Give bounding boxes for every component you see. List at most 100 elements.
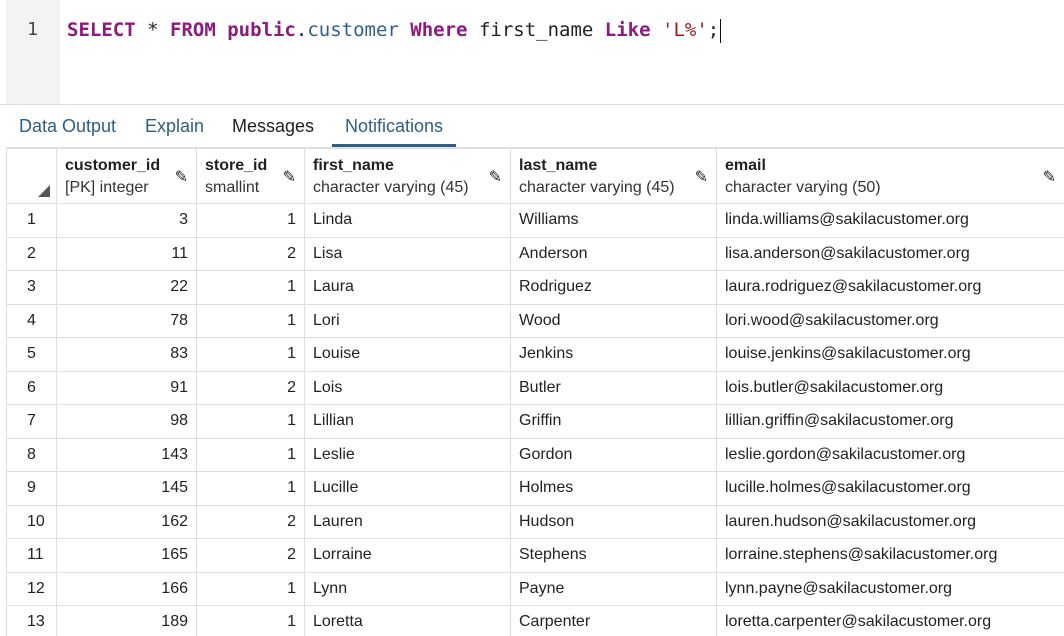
email-cell[interactable]: lori.wood@sakilacustomer.org <box>716 303 1064 338</box>
customer-id-cell[interactable]: 98 <box>56 404 197 439</box>
select-all-corner[interactable] <box>6 148 57 204</box>
customer-id-cell[interactable]: 145 <box>56 471 197 506</box>
first-name-cell[interactable]: Lynn <box>304 571 511 606</box>
store-id-cell[interactable]: 2 <box>196 538 305 573</box>
row-number-cell[interactable]: 8 <box>6 437 57 472</box>
email-cell[interactable]: lynn.payne@sakilacustomer.org <box>716 571 1064 606</box>
row-number-cell[interactable]: 2 <box>6 236 57 271</box>
customer-id-cell[interactable]: 11 <box>56 236 197 271</box>
last-name-cell[interactable]: Butler <box>510 370 717 405</box>
tab-explain[interactable]: Explain <box>145 116 205 136</box>
store-id-cell[interactable]: 1 <box>196 270 305 305</box>
email-cell[interactable]: lisa.anderson@sakilacustomer.org <box>716 236 1064 271</box>
tab-notifications[interactable]: Notifications <box>332 116 457 147</box>
row-number-cell[interactable]: 4 <box>6 303 57 338</box>
edit-pencil-icon[interactable]: ✎ <box>282 169 296 186</box>
query-editor[interactable]: 1 SELECT * FROM public.customer Where fi… <box>0 0 1064 105</box>
first-name-cell[interactable]: Lois <box>304 370 511 405</box>
store-id-cell[interactable]: 1 <box>196 605 305 636</box>
last-name-cell[interactable]: Hudson <box>510 504 717 539</box>
customer-id-cell[interactable]: 78 <box>56 303 197 338</box>
first-name-cell[interactable]: Linda <box>304 203 511 238</box>
store-id-cell[interactable]: 1 <box>196 203 305 238</box>
email-cell[interactable]: lorraine.stephens@sakilacustomer.org <box>716 538 1064 573</box>
tab-messages[interactable]: Messages <box>232 116 315 136</box>
last-name-cell[interactable]: Griffin <box>510 404 717 439</box>
edit-pencil-icon[interactable]: ✎ <box>1042 169 1056 186</box>
last-name-cell[interactable]: Payne <box>510 571 717 606</box>
row-number-cell[interactable]: 11 <box>6 538 57 573</box>
last-name-cell[interactable]: Anderson <box>510 236 717 271</box>
store-id-cell[interactable]: 1 <box>196 303 305 338</box>
email-cell[interactable]: loretta.carpenter@sakilacustomer.org <box>716 605 1064 636</box>
store-id-cell[interactable]: 1 <box>196 571 305 606</box>
store-id-cell[interactable]: 1 <box>196 437 305 472</box>
store-id-cell[interactable]: 2 <box>196 504 305 539</box>
column-header-customer-id[interactable]: customer_id [PK] integer ✎ <box>56 148 197 204</box>
first-name-cell[interactable]: Louise <box>304 337 511 372</box>
row-number-cell[interactable]: 7 <box>6 404 57 439</box>
first-name-cell[interactable]: Loretta <box>304 605 511 636</box>
first-name-cell[interactable]: Laura <box>304 270 511 305</box>
row-number-cell[interactable]: 1 <box>6 203 57 238</box>
first-name-cell[interactable]: Leslie <box>304 437 511 472</box>
email-cell[interactable]: leslie.gordon@sakilacustomer.org <box>716 437 1064 472</box>
email-cell[interactable]: lillian.griffin@sakilacustomer.org <box>716 404 1064 439</box>
customer-id-cell[interactable]: 91 <box>56 370 197 405</box>
first-name-cell[interactable]: Lillian <box>304 404 511 439</box>
sql-query-text[interactable]: SELECT * FROM public.customer Where firs… <box>67 17 722 43</box>
row-number-cell[interactable]: 10 <box>6 504 57 539</box>
row-number-cell[interactable]: 12 <box>6 571 57 606</box>
last-name-cell[interactable]: Jenkins <box>510 337 717 372</box>
customer-id-cell[interactable]: 83 <box>56 337 197 372</box>
email-cell[interactable]: laura.rodriguez@sakilacustomer.org <box>716 270 1064 305</box>
tab-data-output[interactable]: Data Output <box>19 116 117 136</box>
email-cell[interactable]: linda.williams@sakilacustomer.org <box>716 203 1064 238</box>
customer-id-cell[interactable]: 3 <box>56 203 197 238</box>
email-cell[interactable]: louise.jenkins@sakilacustomer.org <box>716 337 1064 372</box>
store-id-cell[interactable]: 2 <box>196 370 305 405</box>
last-name-cell[interactable]: Wood <box>510 303 717 338</box>
edit-pencil-icon[interactable]: ✎ <box>488 169 502 186</box>
row-number-cell[interactable]: 6 <box>6 370 57 405</box>
last-name-cell[interactable]: Carpenter <box>510 605 717 636</box>
first-name-cell[interactable]: Lauren <box>304 504 511 539</box>
row-number-cell[interactable]: 3 <box>6 270 57 305</box>
customer-id-cell[interactable]: 22 <box>56 270 197 305</box>
last-name-cell[interactable]: Stephens <box>510 538 717 573</box>
column-header-email[interactable]: email character varying (50) ✎ <box>716 148 1064 204</box>
edit-pencil-icon[interactable]: ✎ <box>174 169 188 186</box>
email-cell[interactable]: lucille.holmes@sakilacustomer.org <box>716 471 1064 506</box>
column-header-store-id[interactable]: store_id smallint ✎ <box>196 148 305 204</box>
last-name-cell[interactable]: Rodriguez <box>510 270 717 305</box>
column-header-first-name[interactable]: first_name character varying (45) ✎ <box>304 148 511 204</box>
customer-id-cell[interactable]: 143 <box>56 437 197 472</box>
row-number-cell[interactable]: 5 <box>6 337 57 372</box>
customer-id-cell[interactable]: 165 <box>56 538 197 573</box>
row-number-cell[interactable]: 13 <box>6 605 57 636</box>
store-id-cell[interactable]: 1 <box>196 471 305 506</box>
first-name-cell[interactable]: Lucille <box>304 471 511 506</box>
edit-pencil-icon[interactable]: ✎ <box>694 169 708 186</box>
customer-id-cell[interactable]: 166 <box>56 571 197 606</box>
first-name-cell[interactable]: Lisa <box>304 236 511 271</box>
email-cell[interactable]: lois.butler@sakilacustomer.org <box>716 370 1064 405</box>
customer-id-cell[interactable]: 189 <box>56 605 197 636</box>
email-cell[interactable]: lauren.hudson@sakilacustomer.org <box>716 504 1064 539</box>
first-name-cell[interactable]: Lorraine <box>304 538 511 573</box>
last-name-cell[interactable]: Holmes <box>510 471 717 506</box>
column-header-last-name[interactable]: last_name character varying (45) ✎ <box>510 148 717 204</box>
